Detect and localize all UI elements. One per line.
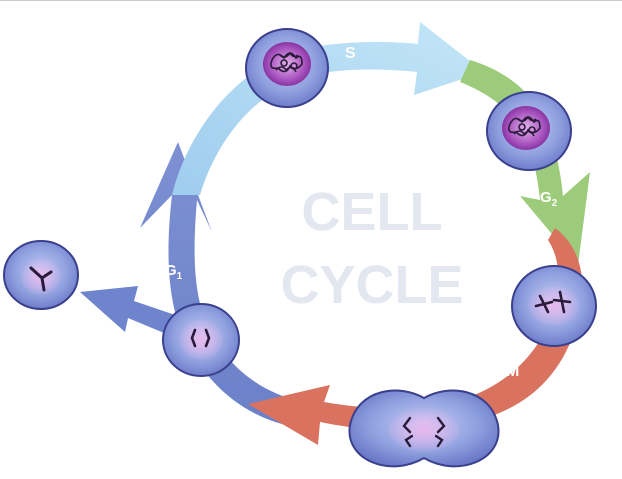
phase-label-g1: G1 <box>165 262 183 282</box>
cell-m-phase <box>511 265 597 347</box>
chromosomes-m <box>534 290 572 314</box>
chromatin-g2 <box>508 115 541 137</box>
title-line-cell: CELL <box>302 182 443 242</box>
top-divider <box>0 0 622 1</box>
cell-g2-phase <box>486 91 572 171</box>
phase-label-s: S <box>345 45 356 62</box>
cell-dividing <box>348 389 500 468</box>
g2-arrow <box>460 60 590 265</box>
s-arrow <box>172 22 484 195</box>
chromosomes-anaphase <box>402 416 446 448</box>
m-arrow <box>248 228 583 445</box>
cell-exited <box>3 240 79 310</box>
chromatin-s <box>270 51 303 73</box>
exit-arrow <box>80 286 184 338</box>
phase-label-m: M <box>506 363 519 380</box>
cell-s-phase <box>245 28 329 108</box>
title-line-cycle: CYCLE <box>280 255 463 315</box>
phase-label-g2: G2 <box>540 189 558 209</box>
chromosomes-g1 <box>190 328 211 348</box>
g1-arrow <box>140 142 302 428</box>
cell-g1-phase <box>162 303 240 377</box>
